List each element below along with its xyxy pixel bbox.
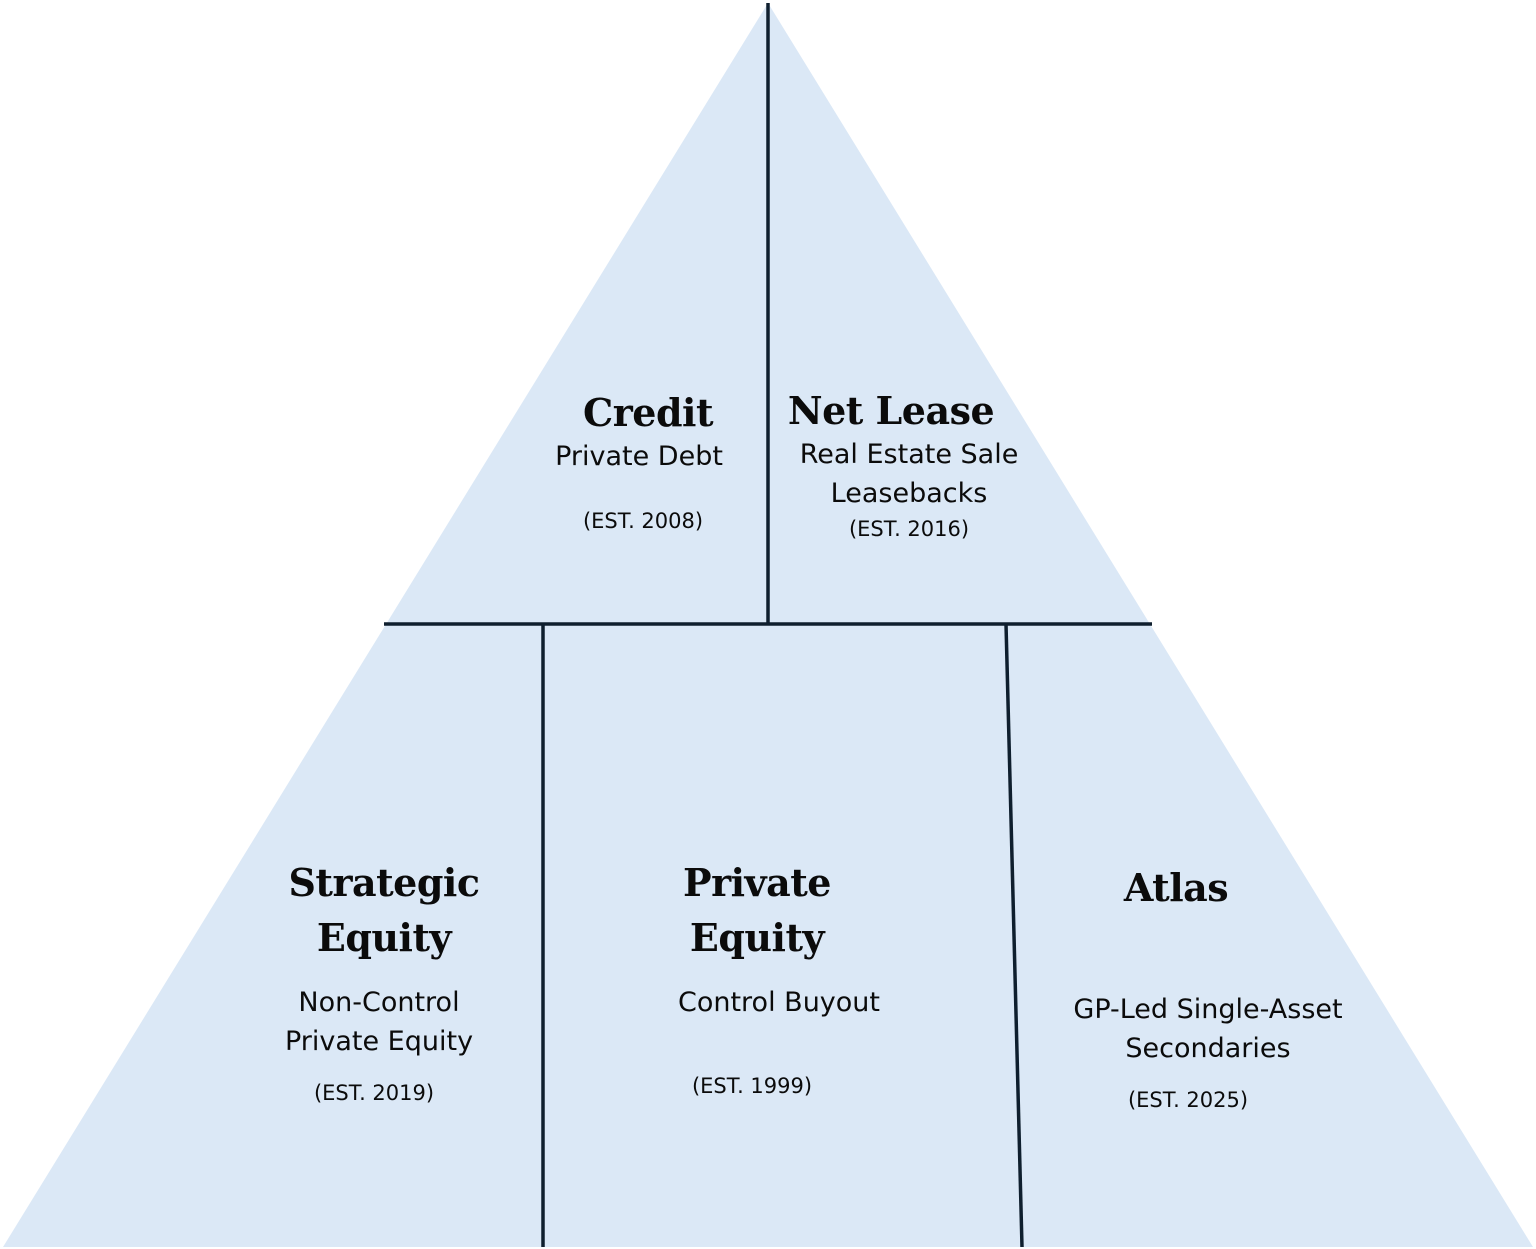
segment-private-equity-desc: Control Buyout xyxy=(677,987,880,1018)
segment-net-lease: Net Lease Real Estate Sale Leasebacks (E… xyxy=(780,383,1038,543)
segment-net-lease-est: (EST. 2016) xyxy=(848,517,970,541)
segment-strategic-equity-title: Strategic Equity xyxy=(288,860,480,960)
segment-atlas: Atlas GP-Led Single-Asset Secondaries (E… xyxy=(1048,860,1368,1114)
segment-net-lease-title: Net Lease xyxy=(787,388,995,433)
segment-private-equity: Private Equity Control Buyout (EST. 1999… xyxy=(646,855,888,1100)
segment-atlas-est: (EST. 2025) xyxy=(1127,1088,1249,1112)
segment-atlas-title: Atlas xyxy=(1123,865,1229,910)
segment-strategic-equity: Strategic Equity Non-Control Private Equ… xyxy=(258,855,510,1107)
segment-credit-desc: Private Debt xyxy=(555,441,723,472)
divider-bottom-right xyxy=(1004,623,1024,1248)
segment-strategic-equity-desc: Non-Control Private Equity xyxy=(284,987,474,1057)
segment-atlas-desc: GP-Led Single-Asset Secondaries xyxy=(1073,994,1343,1064)
segment-credit-est: (EST. 2008) xyxy=(582,509,704,533)
segment-private-equity-est: (EST. 1999) xyxy=(691,1074,813,1098)
segment-credit: Credit Private Debt (EST. 2008) xyxy=(520,385,766,535)
segment-private-equity-title: Private Equity xyxy=(683,860,831,960)
segment-strategic-equity-est: (EST. 2019) xyxy=(313,1081,435,1105)
segment-credit-title: Credit xyxy=(583,390,714,435)
segment-net-lease-desc: Real Estate Sale Leasebacks xyxy=(799,439,1019,509)
